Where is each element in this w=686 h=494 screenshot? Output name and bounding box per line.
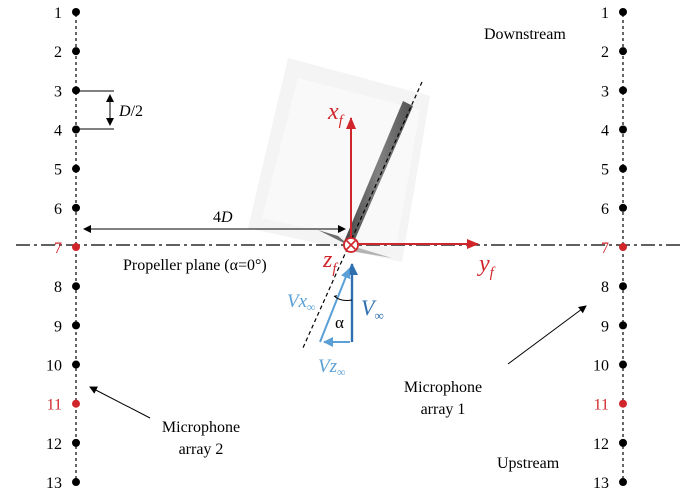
right-microphone-dot — [619, 478, 627, 487]
left-microphone-dot — [72, 47, 80, 56]
left-microphone-dot — [72, 321, 80, 330]
v-infinity-label: V∞ — [361, 295, 384, 323]
propeller-blade — [318, 101, 413, 258]
left-mic-number: 3 — [54, 83, 62, 100]
left-mic-number: 11 — [47, 397, 62, 414]
left-microphone-dot — [72, 125, 80, 134]
right-mic-number: 5 — [601, 162, 609, 179]
left-mic-number: 4 — [54, 123, 62, 140]
right-mic-number: 4 — [601, 123, 609, 140]
mic-array-2-pointer — [89, 386, 151, 419]
right-mic-number: 7 — [601, 240, 609, 257]
right-microphone-dot — [619, 86, 627, 95]
left-microphone-dot — [72, 203, 80, 212]
alpha-label: α — [335, 313, 344, 332]
mic-array-2-label-line1: Microphone — [162, 419, 240, 436]
zf-label: zf — [322, 247, 338, 277]
half-diameter-dimension: D/2 — [78, 90, 143, 130]
left-microphone-dot — [72, 282, 80, 291]
right-mic-number: 11 — [594, 397, 609, 414]
mic-array-2-dots — [72, 8, 80, 487]
right-mic-number: 8 — [601, 279, 609, 296]
xf-label: xf — [327, 99, 345, 129]
right-mic-number: 2 — [601, 44, 609, 61]
left-microphone-dot — [72, 399, 80, 408]
left-mic-number: 7 — [54, 240, 62, 257]
zf-axis-symbol — [343, 237, 359, 253]
left-microphone-dot — [72, 438, 80, 447]
right-mic-number: 1 — [601, 5, 609, 22]
right-microphone-dot — [619, 438, 627, 447]
right-mic-number: 12 — [593, 436, 609, 453]
left-microphone-dot — [72, 243, 80, 252]
propeller-plane-label: Propeller plane (α=0°) — [123, 257, 267, 274]
left-mic-number: 1 — [54, 5, 62, 22]
left-mic-number: 9 — [54, 318, 62, 335]
half-diameter-label: D/2 — [118, 103, 143, 120]
left-mic-number: 12 — [46, 436, 62, 453]
vz-infinity-label: Vz∞ — [318, 356, 346, 379]
propeller-image-shadow — [248, 58, 430, 262]
left-microphone-dot — [72, 360, 80, 369]
vx-infinity-label: Vx∞ — [287, 291, 316, 314]
right-microphone-dot — [619, 360, 627, 369]
right-microphone-dot — [619, 243, 627, 252]
vx-infinity-arrow — [319, 268, 351, 343]
left-mic-number: 13 — [46, 475, 62, 492]
mic-array-1-dots — [619, 8, 627, 487]
right-microphone-dot — [619, 399, 627, 408]
right-mic-number: 13 — [593, 475, 609, 492]
right-mic-number: 6 — [601, 201, 609, 218]
four-d-label: 4D — [213, 209, 233, 226]
mic-array-1-label-line2: array 1 — [421, 401, 466, 418]
right-microphone-dot — [619, 282, 627, 291]
four-d-dimension: 4D — [83, 209, 346, 233]
right-microphone-dot — [619, 47, 627, 56]
right-microphone-dot — [619, 203, 627, 212]
left-mic-number: 10 — [46, 358, 62, 375]
left-mic-number: 2 — [54, 44, 62, 61]
left-microphone-dot — [72, 8, 80, 16]
left-microphone-dot — [72, 86, 80, 95]
left-microphone-dot — [72, 164, 80, 173]
mic-array-1-label-line1: Microphone — [404, 379, 482, 396]
mic-array-2-label-line2: array 2 — [179, 441, 224, 458]
right-microphone-dot — [619, 164, 627, 173]
left-mic-number: 8 — [54, 279, 62, 296]
right-mic-number: 9 — [601, 318, 609, 335]
right-microphone-dot — [619, 125, 627, 134]
right-mic-number: 10 — [593, 358, 609, 375]
left-mic-number: 5 — [54, 162, 62, 179]
left-microphone-dot — [72, 478, 80, 487]
right-mic-number: 3 — [601, 83, 609, 100]
velocity-triangle — [319, 263, 358, 347]
downstream-label: Downstream — [484, 26, 566, 43]
right-microphone-dot — [619, 321, 627, 330]
yf-label: yf — [477, 251, 496, 281]
mic-array-1-pointer — [507, 305, 587, 365]
right-microphone-dot — [619, 8, 627, 16]
left-mic-number: 6 — [54, 201, 62, 218]
upstream-label: Upstream — [497, 455, 560, 472]
